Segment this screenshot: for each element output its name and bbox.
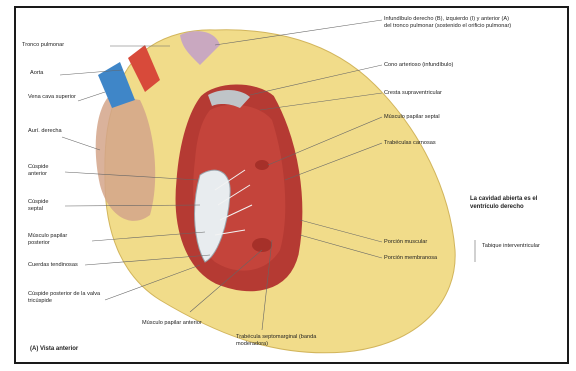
label-chordae-tendineae: Cuerdas tendinosas bbox=[28, 262, 80, 269]
label-aorta: Aorta bbox=[30, 70, 43, 77]
septal-papillary-muscle bbox=[255, 160, 269, 170]
label-anterior-cusp: Cúspide anterior bbox=[28, 164, 64, 178]
label-anterior-papillary-muscle: Músculo papilar anterior bbox=[142, 320, 252, 327]
label-right-auricle: Aurí. derecha bbox=[28, 128, 62, 135]
label-superior-vena-cava: Vena cava superior bbox=[28, 94, 76, 101]
label-septum-muscular: Porción muscular bbox=[384, 239, 474, 246]
label-posterior-cusp: Cúspide posterior de la valva tricúspide bbox=[28, 291, 104, 305]
region-title: La cavidad abierta es el ventrículo dere… bbox=[470, 196, 562, 211]
label-pulmonary-trunk: Tronco pulmonar bbox=[22, 42, 64, 49]
label-posterior-papillary-muscle: Músculo papilar posterior bbox=[28, 233, 90, 247]
label-interventricular-septum: Tabique interventricular bbox=[482, 243, 552, 250]
label-septum-membranous: Porción membranosa bbox=[384, 255, 474, 262]
label-conus-arteriosus: Cono arterioso (infundíbulo) bbox=[384, 62, 504, 69]
label-septomarginal-trabecula: Trabécula septomarginal (banda moderador… bbox=[236, 334, 336, 348]
label-septal-papillary-muscle: Músculo papilar septal bbox=[384, 114, 504, 121]
label-pulmonary-valve-cusps: Infundíbulo derecho (B), izquierdo (I) y… bbox=[384, 16, 514, 30]
label-septal-cusp: Cúspide septal bbox=[28, 199, 64, 213]
figure-caption: (A) Vista anterior bbox=[30, 346, 78, 352]
anterior-papillary-muscle bbox=[252, 238, 272, 252]
label-supraventricular-crest: Cresta supraventricular bbox=[384, 90, 504, 97]
label-trabeculae-carneae: Trabéculas carnosas bbox=[384, 140, 504, 147]
